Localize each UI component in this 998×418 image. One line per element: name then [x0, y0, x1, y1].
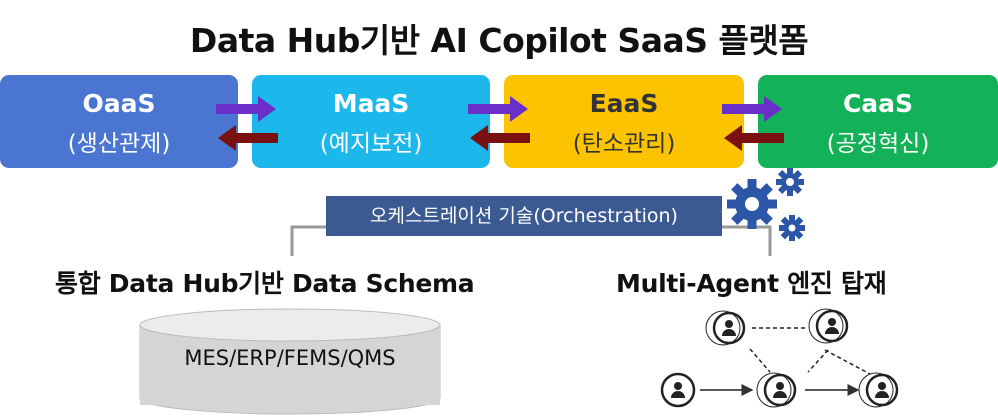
arrow-backward-eaas-maas	[470, 125, 530, 151]
service-box-caas: CaaS (공정혁신)	[758, 75, 998, 168]
service-subtitle: (탄소관리)	[572, 131, 676, 157]
service-name: OaaS	[82, 89, 156, 118]
service-name: CaaS	[842, 89, 914, 118]
page-title: Data Hub기반 AI Copilot SaaS 플랫폼	[189, 21, 809, 60]
arrow-forward-oaas-maas	[216, 96, 276, 122]
bracket-line-left	[290, 225, 326, 256]
agent-network	[700, 327, 871, 396]
database-label: MES/ERP/FEMS/QMS	[184, 346, 396, 370]
service-name: EaaS	[589, 89, 659, 118]
arrow-backward-maas-oaas	[218, 125, 278, 151]
schema-title: 통합 Data Hub기반 Data Schema	[55, 269, 475, 298]
service-box-eaas: EaaS (탄소관리)	[504, 75, 744, 168]
agent-icon	[660, 372, 696, 408]
agent-icon	[858, 372, 899, 408]
agent-icon	[808, 308, 849, 344]
service-subtitle: (생산관제)	[67, 131, 171, 157]
arrow-backward-caas-eaas	[724, 125, 784, 151]
service-name: MaaS	[332, 89, 410, 118]
orchestration-bar: 오케스트레이션 기술(Orchestration)	[326, 196, 722, 236]
service-box-oaas: OaaS (생산관제)	[0, 75, 238, 168]
database-icon	[139, 308, 441, 415]
agent-icon	[756, 372, 797, 408]
gear-icon	[727, 168, 805, 241]
service-subtitle: (예지보전)	[319, 131, 423, 157]
agent-icon	[705, 310, 746, 346]
multi-agent-title: Multi-Agent 엔진 탑재	[616, 269, 887, 298]
bracket-line-right	[722, 225, 772, 256]
arrow-forward-eaas-caas	[722, 96, 782, 122]
service-box-maas: MaaS (예지보전)	[252, 75, 490, 168]
service-subtitle: (공정혁신)	[826, 131, 930, 157]
arrow-forward-maas-eaas	[468, 96, 528, 122]
